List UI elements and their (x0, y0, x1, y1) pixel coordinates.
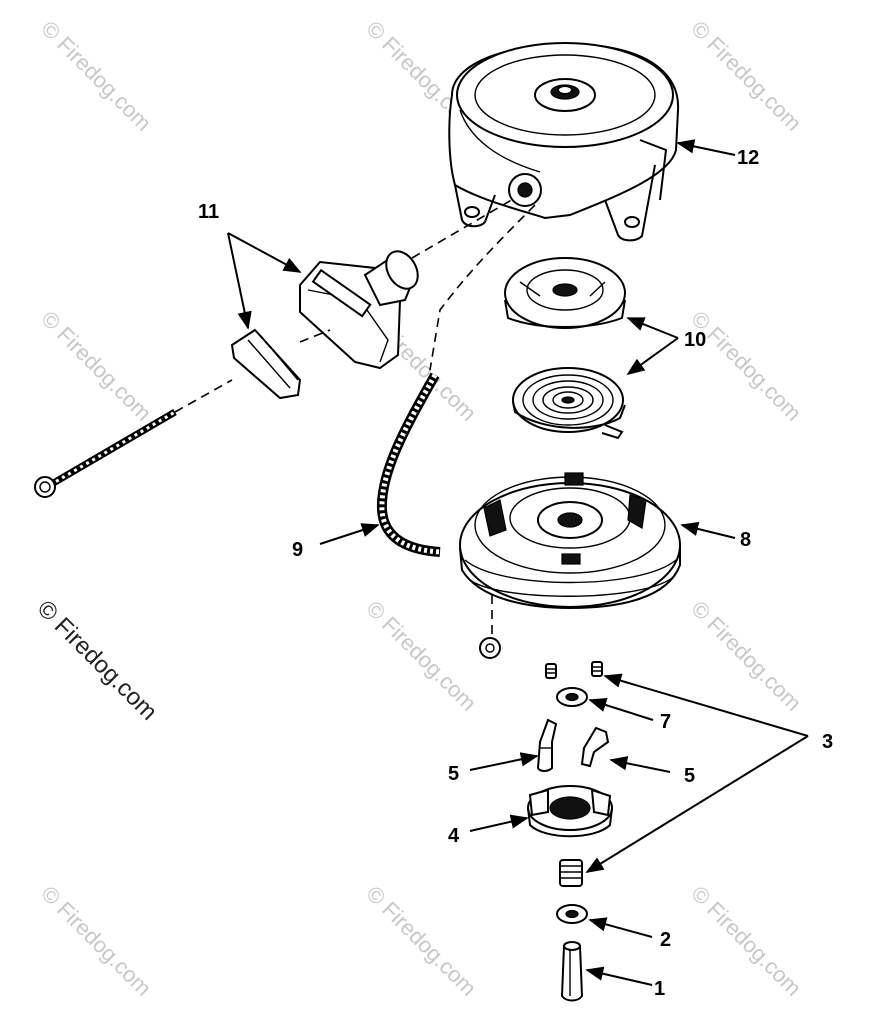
callouts: 12 11 10 9 8 7 3 5 5 4 2 1 (198, 147, 833, 1000)
rewind-spring-icon (512, 367, 626, 440)
watermark: © Firedog.com (361, 596, 481, 716)
callout-3: 3 (822, 731, 833, 753)
washer-icon (556, 687, 588, 707)
rope-end-icon (34, 408, 177, 498)
callout-11: 11 (198, 201, 219, 223)
callout-2: 2 (660, 929, 671, 951)
watermark: © Firedog.com (686, 306, 806, 426)
watermark: © Firedog.com (686, 16, 806, 136)
housing-icon (448, 42, 680, 242)
pawl-plate-icon (527, 785, 613, 838)
watermark-large: © Firedog.com (32, 595, 163, 726)
callout-5-left: 5 (448, 763, 459, 785)
watermark: © Firedog.com (36, 881, 156, 1001)
callout-10: 10 (684, 329, 706, 351)
watermark: © Firedog.com (36, 16, 156, 136)
pulley-icon (459, 472, 681, 610)
spring-icon (591, 661, 603, 677)
handle-icon (299, 250, 419, 370)
watermark: © Firedog.com (361, 881, 481, 1001)
spring-icon (559, 859, 583, 887)
callout-4: 4 (448, 825, 460, 847)
watermark: © Firedog.com (686, 596, 806, 716)
spring-icon (545, 663, 557, 679)
pawl-icon (536, 718, 558, 772)
guide-lines (174, 197, 536, 640)
pin-icon (560, 941, 584, 1002)
rewind-spring-cover-icon (504, 257, 626, 329)
rope-icon (376, 372, 441, 557)
callout-5-right: 5 (684, 765, 695, 787)
washer-icon (556, 904, 588, 924)
callout-12: 12 (737, 147, 759, 169)
handle-insert-icon (230, 328, 302, 400)
callout-9: 9 (292, 539, 303, 561)
watermark: © Firedog.com (686, 881, 806, 1001)
leader-lines (227, 139, 809, 986)
callout-7: 7 (660, 711, 671, 733)
watermarks: © Firedog.com © Firedog.com © Firedog.co… (32, 16, 807, 1001)
pawl-icon (580, 726, 610, 768)
callout-1: 1 (654, 978, 665, 1000)
nut-icon (479, 637, 501, 659)
watermark: © Firedog.com (36, 306, 156, 426)
callout-8: 8 (740, 529, 751, 551)
